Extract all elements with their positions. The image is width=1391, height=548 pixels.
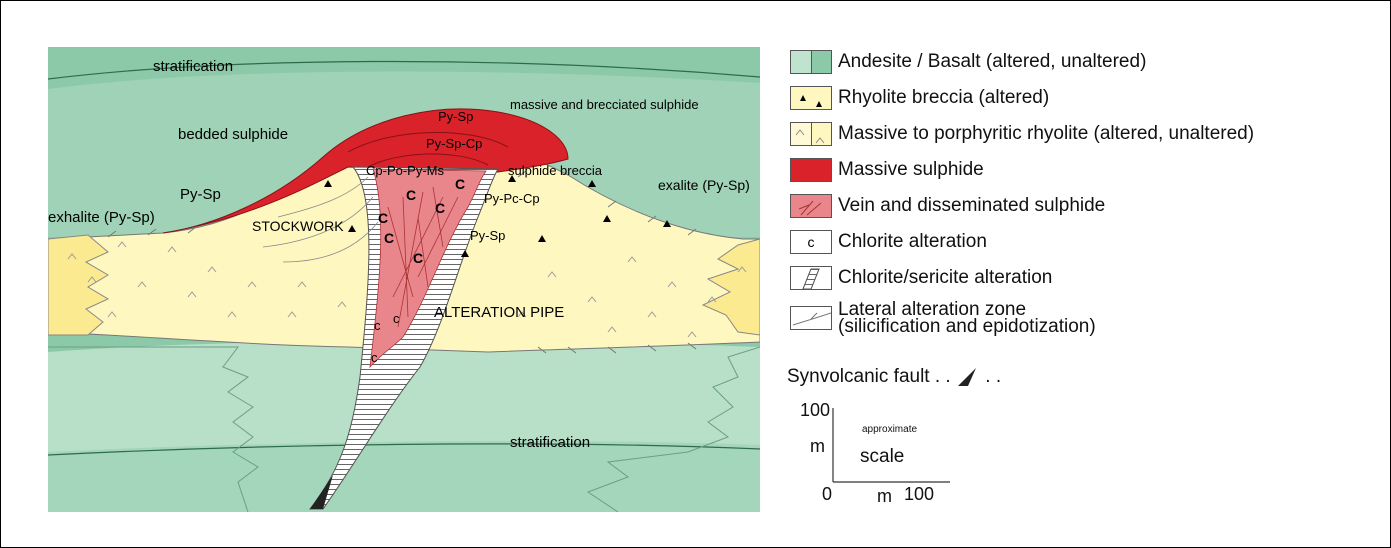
veinlets <box>387 186 459 328</box>
label-stratification-bottom: stratification <box>510 434 590 451</box>
rhyolite-wedge-left <box>48 234 110 336</box>
synvolcanic-fault <box>310 475 333 509</box>
lateral-swatch <box>790 306 832 330</box>
legend-label-massive-rhyolite: Massive to porphyritic rhyolite (altered… <box>838 123 1255 144</box>
legend-label-lateral-sub: (silicification and epidotization) <box>838 316 1096 337</box>
chlorite-marker-1: C <box>378 210 388 226</box>
label-py-sp-cp: Py-Sp-Cp <box>426 136 482 151</box>
fault-dots: . . <box>985 366 1002 388</box>
label-alteration-pipe: ALTERATION PIPE <box>434 304 564 321</box>
chlorite-marker-4: C <box>455 176 465 192</box>
rhyolite-wedge-right <box>701 238 760 336</box>
legend-row-chlorite-sericite: Chlorite/sericite alteration <box>790 264 1052 292</box>
label-cp-po-py-ms: Cp-Po-Py-Ms <box>366 163 445 178</box>
chlorite-marker-8: c <box>393 311 400 326</box>
chlorite-swatch: c <box>790 230 832 254</box>
andesite-contact-left <box>48 346 259 512</box>
chlorite-marker-3: C <box>435 200 445 216</box>
massive-sulphide-swatch <box>790 158 832 182</box>
chlorite-marker-2: C <box>406 187 416 203</box>
fault-label: Synvolcanic fault . . <box>787 366 951 388</box>
stratification-line-bottom <box>48 443 760 456</box>
scale-y-unit: m <box>810 436 825 456</box>
legend-label-rhyolite-breccia: Rhyolite breccia (altered) <box>838 87 1050 108</box>
scale-y-max: 100 <box>800 400 830 420</box>
legend-row-andesite: Andesite / Basalt (altered, unaltered) <box>790 48 1146 76</box>
chlorite-marker-9: c <box>371 350 378 365</box>
sulphide-arc-2 <box>367 153 489 168</box>
label-exhalite: exhalite (Py-Sp) <box>48 209 155 226</box>
massive-rhyolite-swatch <box>790 122 832 146</box>
andesite-swatch <box>790 50 832 74</box>
rhyolite-breccia-swatch <box>790 86 832 110</box>
vein-sulphide-core <box>369 168 487 369</box>
legend-label-lateral: Lateral alteration zone <box>838 299 1027 320</box>
legend-label-chlorite: Chlorite alteration <box>838 231 987 252</box>
legend-row-massive-rhyolite: Massive to porphyritic rhyolite (altered… <box>790 120 1254 148</box>
legend-row-rhyolite-breccia: Rhyolite breccia (altered) <box>790 84 1049 112</box>
geological-cross-section: stratification stratification bedded sul… <box>48 47 760 512</box>
lateral-alteration-ticks <box>107 170 697 354</box>
legend-label-vein-sulphide: Vein and disseminated sulphide <box>838 195 1106 216</box>
label-py-sp-left: Py-Sp <box>180 186 221 203</box>
scale-origin: 0 <box>822 484 832 504</box>
chlorite-marker-7: c <box>374 318 381 333</box>
legend-row-vein-sulphide: Vein and disseminated sulphide <box>790 192 1105 220</box>
scale-bar: 100 m approximate scale 0 m 100 <box>800 400 950 506</box>
legend-row-lateral: Lateral alteration zone (silicification … <box>790 300 1096 336</box>
scale-x-max: 100 <box>904 484 934 504</box>
legend-row-massive-sulphide: Massive sulphide <box>790 156 984 184</box>
label-sulphide-breccia: sulphide breccia <box>508 163 603 178</box>
vein-sulphide-swatch <box>790 194 832 218</box>
scale-word: scale <box>860 446 904 467</box>
chlorite-marker-5: C <box>384 230 394 246</box>
label-py-pc-cp: Py-Pc-Cp <box>484 191 540 206</box>
legend-label-massive-sulphide: Massive sulphide <box>838 159 984 180</box>
label-bedded-sulphide: bedded sulphide <box>178 126 288 143</box>
label-py-sp-pipe: Py-Sp <box>470 228 505 243</box>
scale-approximate: approximate <box>862 424 917 435</box>
chlorite-sericite-swatch <box>790 266 832 290</box>
label-stockwork: STOCKWORK <box>252 218 344 234</box>
rhyolite-carets <box>67 241 747 338</box>
legend-label-chlorite-sericite: Chlorite/sericite alteration <box>838 267 1053 288</box>
chlorite-swatch-symbol: c <box>807 234 815 250</box>
synvolcanic-fault-legend: Synvolcanic fault . . . . <box>787 366 1001 388</box>
label-exalite: exalite (Py-Sp) <box>658 177 750 193</box>
massive-sulphide-lens <box>162 108 569 234</box>
legend-label-andesite: Andesite / Basalt (altered, unaltered) <box>838 51 1147 72</box>
label-py-sp-top: Py-Sp <box>438 109 473 124</box>
stratification-line-top <box>48 60 760 80</box>
stockwork-lines <box>262 176 379 263</box>
chlorite-sericite-pipe <box>308 166 499 510</box>
andesite-contact-right <box>586 346 760 512</box>
label-massive-brecciated: massive and brecciated sulphide <box>510 97 699 112</box>
lower-stratum-2 <box>48 441 760 512</box>
sulphide-arc-1 <box>347 131 509 153</box>
breccia-triangles <box>324 175 671 257</box>
label-stratification-top: stratification <box>153 58 233 75</box>
legend-row-chlorite: c Chlorite alteration <box>790 228 987 256</box>
scale-x-unit: m <box>877 486 892 506</box>
fault-icon <box>957 368 976 386</box>
chlorite-marker-6: C <box>413 250 423 266</box>
